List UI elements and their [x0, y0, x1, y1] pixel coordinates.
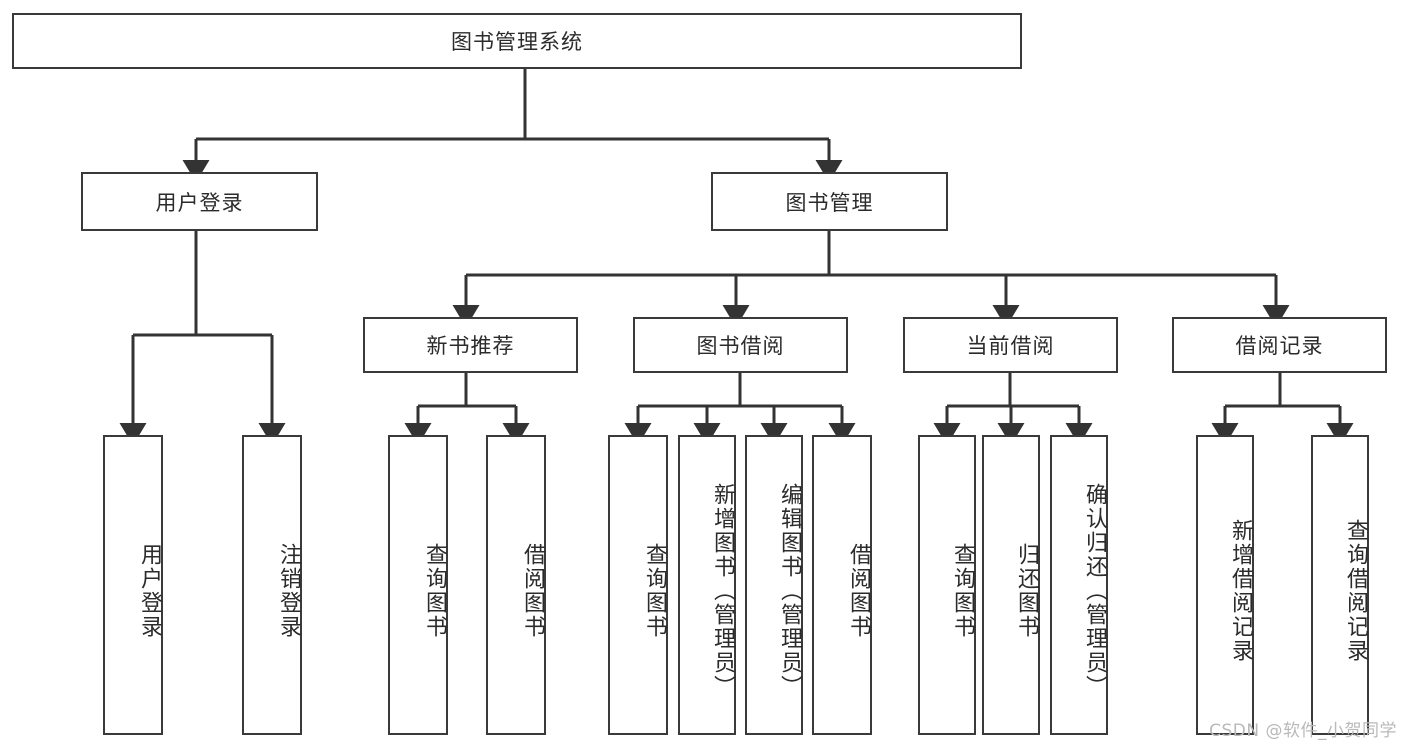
node-root[interactable]: 图书管理系统 [12, 13, 1022, 69]
node-leaf-confirm-return-admin[interactable]: 确认归还（管理员） [1050, 435, 1108, 735]
node-label: 用户登录 [137, 543, 162, 639]
node-label: 用户登录 [155, 190, 244, 215]
node-borrow-record[interactable]: 借阅记录 [1172, 317, 1387, 373]
node-label: 图书管理系统 [451, 30, 583, 54]
node-label: 查询图书 [950, 543, 975, 639]
node-leaf-add-book-admin[interactable]: 新增图书（管理员） [678, 435, 736, 735]
node-leaf-query-book-recommend[interactable]: 查询图书 [388, 435, 448, 735]
edge-group [119, 69, 1354, 446]
node-leaf-edit-book-admin[interactable]: 编辑图书（管理员） [745, 435, 803, 735]
node-label: 归还图书 [1014, 543, 1039, 639]
node-label: 借阅图书 [520, 543, 545, 639]
node-leaf-borrow-book[interactable]: 借阅图书 [812, 435, 872, 735]
node-leaf-return-book[interactable]: 归还图书 [982, 435, 1040, 735]
node-leaf-query-borrow-record[interactable]: 查询借阅记录 [1311, 435, 1369, 735]
node-label: 查询图书 [422, 543, 447, 639]
node-label: 图书管理 [785, 190, 874, 215]
node-leaf-user-login[interactable]: 用户登录 [103, 435, 163, 735]
node-new-book-recommend[interactable]: 新书推荐 [363, 317, 578, 373]
node-label: 图书借阅 [696, 334, 785, 358]
node-label: 借阅图书 [846, 543, 871, 639]
node-leaf-query-book-current[interactable]: 查询图书 [918, 435, 976, 735]
node-label: 注销登录 [276, 543, 301, 639]
node-leaf-add-borrow-record[interactable]: 新增借阅记录 [1196, 435, 1254, 735]
node-leaf-user-logout[interactable]: 注销登录 [242, 435, 302, 735]
watermark-text: CSDN @软件_小贺同学 [1209, 721, 1397, 741]
node-label: 查询图书 [642, 543, 667, 639]
node-label: 新增图书（管理员） [710, 483, 735, 699]
node-label: 编辑图书（管理员） [777, 483, 802, 699]
node-user-login[interactable]: 用户登录 [81, 172, 318, 231]
node-label: 借阅记录 [1235, 334, 1324, 358]
node-current-borrow[interactable]: 当前借阅 [903, 317, 1118, 373]
node-label: 新增借阅记录 [1228, 519, 1253, 663]
node-leaf-query-book-borrow[interactable]: 查询图书 [608, 435, 668, 735]
node-leaf-borrow-book-recommend[interactable]: 借阅图书 [486, 435, 546, 735]
node-label: 新书推荐 [426, 334, 515, 358]
node-book-management[interactable]: 图书管理 [711, 172, 948, 231]
node-label: 确认归还（管理员） [1082, 483, 1107, 699]
node-book-borrow[interactable]: 图书借阅 [633, 317, 848, 373]
node-label: 查询借阅记录 [1343, 519, 1368, 663]
node-label: 当前借阅 [966, 334, 1055, 358]
